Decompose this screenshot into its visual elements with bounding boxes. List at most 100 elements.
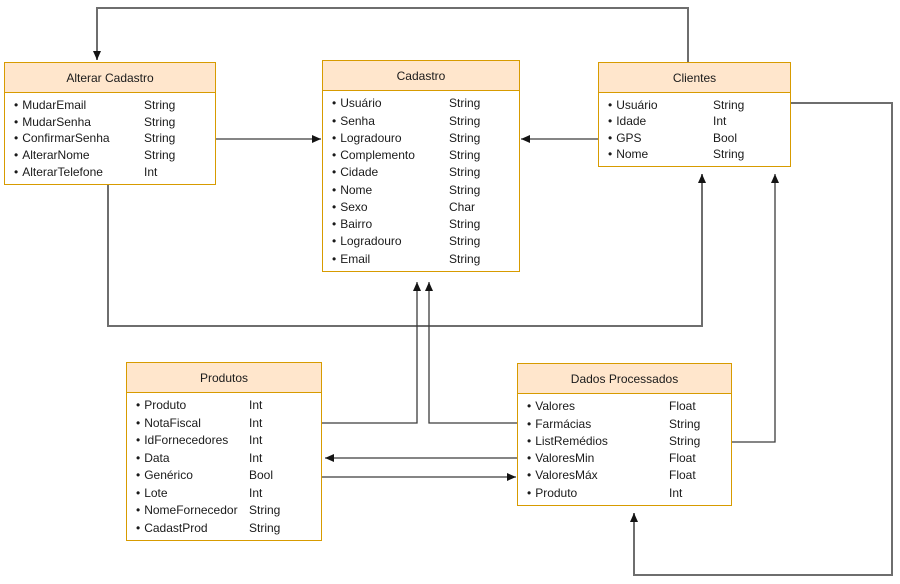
field-name: Produto: [144, 398, 187, 413]
bullet-icon: •: [332, 148, 337, 163]
field-name: Nome: [616, 147, 649, 162]
bullet-icon: •: [608, 97, 613, 112]
field-type: String: [449, 251, 481, 266]
bullet-icon: •: [332, 165, 337, 180]
entity-title: Produtos: [127, 363, 321, 393]
field-name: Logradouro: [340, 130, 402, 145]
bullet-icon: •: [332, 251, 337, 266]
bullet-icon: •: [332, 130, 337, 145]
bullet-icon: •: [136, 415, 141, 430]
field-name: Cidade: [340, 165, 379, 180]
field-name: Lote: [144, 485, 168, 500]
connector-clientes-to-dados-processados: [630, 102, 893, 576]
field-type: Int: [249, 450, 263, 465]
field-row: •Logradouro String: [323, 234, 519, 248]
entity-title: Clientes: [599, 63, 790, 93]
field-name: ValoresMáx: [535, 468, 598, 483]
field-name: Nome: [340, 182, 373, 197]
field-type: Int: [669, 485, 683, 500]
field-type: String: [449, 130, 481, 145]
field-type: Float: [669, 451, 696, 466]
field-type: Int: [249, 415, 263, 430]
bullet-icon: •: [136, 485, 141, 500]
field-name: MudarEmail: [22, 97, 87, 112]
field-type: Int: [144, 165, 158, 180]
field-name: GPS: [616, 130, 642, 145]
field-type: Int: [249, 398, 263, 413]
connector-alterar-cadastro-to-clientes: [107, 174, 706, 327]
field-type: String: [449, 96, 481, 111]
connector-dados-processados-to-clientes: [732, 174, 779, 443]
field-row: •Produto Int: [127, 398, 321, 412]
bullet-icon: •: [136, 520, 141, 535]
field-type: Int: [713, 114, 727, 129]
field-name: Genérico: [144, 468, 193, 483]
field-type: String: [144, 131, 176, 146]
field-row: •Logradouro String: [323, 131, 519, 145]
bullet-icon: •: [136, 433, 141, 448]
bullet-icon: •: [14, 148, 19, 163]
bullet-icon: •: [332, 113, 337, 128]
bullet-icon: •: [332, 199, 337, 214]
bullet-icon: •: [608, 114, 613, 129]
bullet-icon: •: [332, 182, 337, 197]
field-name: ConfirmarSenha: [22, 131, 110, 146]
field-type: Int: [249, 485, 263, 500]
bullet-icon: •: [14, 114, 19, 129]
field-type: String: [713, 147, 745, 162]
field-type: String: [669, 433, 701, 448]
bullet-icon: •: [136, 450, 141, 465]
connector-clientes-to-alterar-cadastro: [93, 7, 689, 62]
field-type: String: [449, 234, 481, 249]
field-name: Sexo: [340, 199, 368, 214]
field-type: Float: [669, 468, 696, 483]
field-name: Senha: [340, 113, 375, 128]
field-type: String: [249, 503, 281, 518]
field-type: String: [144, 114, 176, 129]
field-row: •Nome String: [323, 183, 519, 197]
bullet-icon: •: [527, 416, 532, 431]
field-type: Bool: [249, 468, 274, 483]
field-type: String: [449, 182, 481, 197]
field-type: String: [144, 148, 176, 163]
field-name: Logradouro: [340, 234, 402, 249]
field-name: Produto: [535, 485, 578, 500]
entity-title: Cadastro: [323, 61, 519, 91]
field-row: •ListRemédios String: [518, 434, 731, 448]
bullet-icon: •: [332, 234, 337, 249]
bullet-icon: •: [527, 433, 532, 448]
bullet-icon: •: [14, 97, 19, 112]
bullet-icon: •: [608, 147, 613, 162]
field-name: Usuário: [616, 97, 658, 112]
field-name: ListRemédios: [535, 433, 608, 448]
bullet-icon: •: [136, 398, 141, 413]
